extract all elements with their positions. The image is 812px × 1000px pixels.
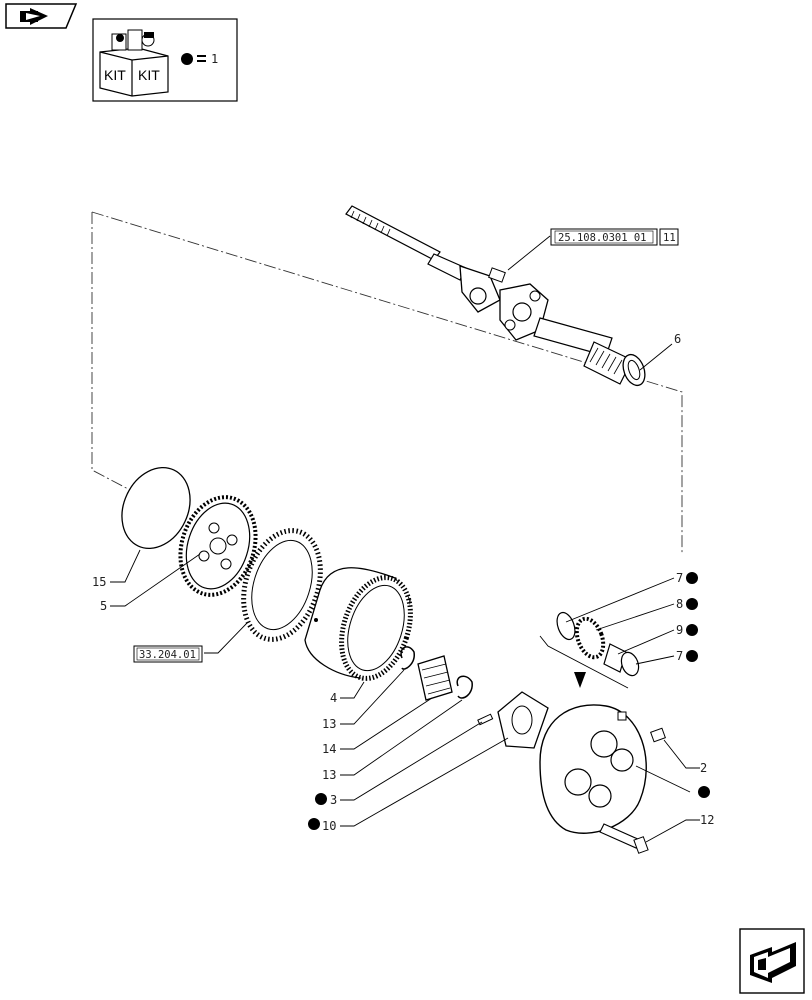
kit-bullet-7-upper-icon xyxy=(686,572,698,584)
next-page-button[interactable] xyxy=(739,928,805,994)
sun-gear-part-14 xyxy=(417,655,453,701)
snap-ring-part-15 xyxy=(121,466,191,550)
callout-13-upper: 13 xyxy=(322,717,336,731)
gasket-plate-part-10 xyxy=(497,691,549,749)
plug-part-2 xyxy=(650,727,666,743)
kit-bullet-9-icon xyxy=(686,624,698,636)
disc-pack-reference-code: 33.204.01 xyxy=(139,649,196,661)
friction-disc-pack xyxy=(241,528,323,642)
ring-gear-part-4 xyxy=(304,567,413,681)
disc-pack-reference-link[interactable]: 33.204.01 xyxy=(133,645,203,663)
assembly-phantom-lines xyxy=(91,211,683,555)
callout-15: 15 xyxy=(92,575,106,589)
callout-4: 4 xyxy=(330,691,337,705)
callout-12: 12 xyxy=(700,813,714,827)
callout-7-lower: 7 xyxy=(676,649,683,663)
circlip-part-13-upper xyxy=(400,646,415,670)
kit-label-left: KIT xyxy=(104,67,126,83)
axle-shaft-assembly xyxy=(345,205,633,385)
axle-reference-code: 25.108.0301 01 xyxy=(558,232,647,244)
planet-carrier-part-5 xyxy=(178,495,258,597)
callout-2: 2 xyxy=(700,761,707,775)
planet-housing-cover xyxy=(539,704,647,834)
callout-8: 8 xyxy=(676,597,683,611)
back-arrow-icon xyxy=(20,8,48,25)
circlip-part-13-lower xyxy=(456,675,473,699)
callout-5: 5 xyxy=(100,599,107,613)
kit-label-right: KIT xyxy=(138,67,160,83)
callout-9: 9 xyxy=(676,623,683,637)
callout-13-lower: 13 xyxy=(322,768,336,782)
kit-bullet-7-lower-icon xyxy=(686,650,698,662)
kit-bullet-10-icon xyxy=(308,818,320,830)
next-page-arrow-icon xyxy=(750,942,796,983)
callout-7-upper: 7 xyxy=(676,571,683,585)
callout-3: 3 xyxy=(330,793,337,807)
axle-reference-suffix: 11 xyxy=(663,232,676,244)
callout-10: 10 xyxy=(322,819,336,833)
kit-legend: KIT KIT 1 xyxy=(92,18,238,102)
seal-ring-part-6 xyxy=(622,353,646,387)
screw-part-12 xyxy=(599,823,649,854)
leader-lines xyxy=(110,235,700,843)
kit-quantity: 1 xyxy=(211,52,218,66)
callout-14: 14 xyxy=(322,742,336,756)
equals-sign-icon xyxy=(197,55,206,62)
kit-bullet-icon xyxy=(181,53,193,65)
kit-bullet-8-icon xyxy=(686,598,698,610)
planet-gear-group xyxy=(539,611,640,689)
axle-reference-link[interactable]: 25.108.0301 01 11 xyxy=(550,228,679,246)
kit-box-icon: KIT KIT xyxy=(99,29,169,97)
kit-bullet-3-icon xyxy=(315,793,327,805)
kit-bullet-housing-icon xyxy=(698,786,710,798)
callout-6: 6 xyxy=(674,332,681,346)
back-nav-button[interactable] xyxy=(5,3,78,29)
